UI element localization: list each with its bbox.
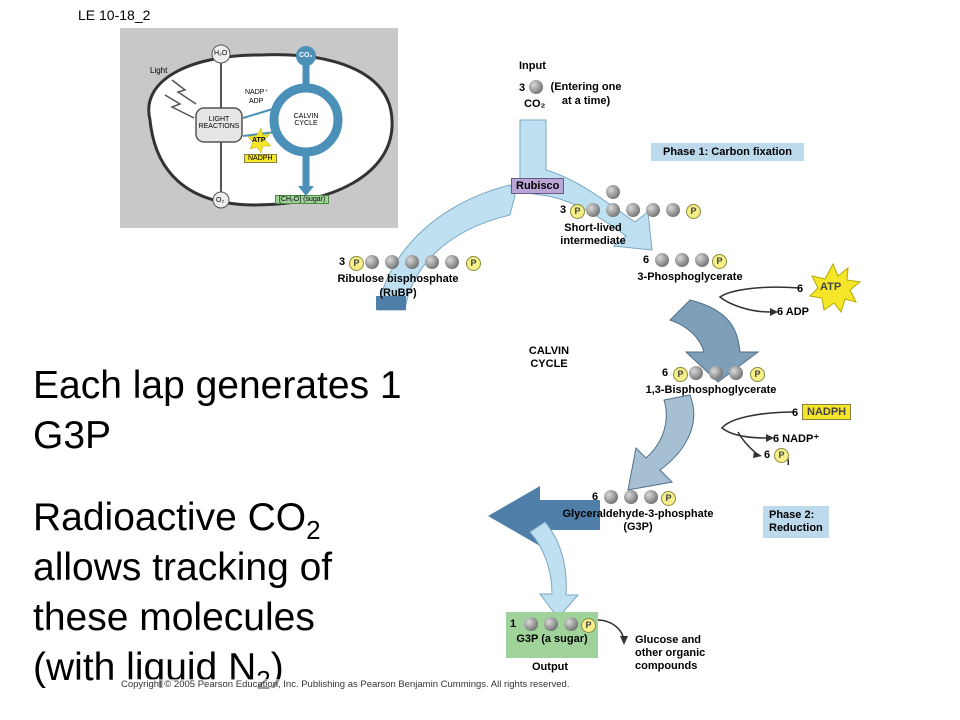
slide-id: LE 10-18_2 bbox=[78, 7, 151, 23]
rubp-phosphate-right: P bbox=[466, 256, 481, 271]
inset-sugar-label: [CH₂O] (sugar) bbox=[275, 195, 330, 204]
intermediate-carbon-2 bbox=[606, 203, 620, 217]
intermediate-phosphate-right: P bbox=[686, 204, 701, 219]
inset-calvin-cycle-label: CALVIN CYCLE bbox=[293, 113, 319, 127]
text-line-2: G3P bbox=[33, 414, 112, 457]
g3p-count: 6 bbox=[592, 491, 599, 503]
intermediate-phosphate-left: P bbox=[570, 204, 585, 219]
nadph-count: 6 bbox=[792, 407, 799, 419]
intermediate-carbon-1 bbox=[586, 203, 600, 217]
atp-count: 6 bbox=[797, 283, 804, 295]
rubp-carbon-4 bbox=[425, 255, 439, 269]
bpg-phosphate-left: P bbox=[673, 367, 688, 382]
intermediate-count: 3 bbox=[560, 204, 567, 216]
inset-co2-label: CO₂ bbox=[299, 52, 313, 59]
intermediate-top-carbon bbox=[606, 185, 620, 199]
text-line-5: these molecules bbox=[33, 596, 315, 639]
input-co2-label: CO₂ bbox=[524, 98, 546, 110]
text-line-6-end: ) bbox=[270, 646, 284, 689]
rubp-carbon-2 bbox=[385, 255, 399, 269]
inset-adp-label: ADP bbox=[249, 98, 264, 105]
text-line-3-subscript: 2 bbox=[306, 514, 321, 545]
pga-carbon-3 bbox=[695, 253, 709, 267]
bpg-carbon-3 bbox=[729, 366, 743, 380]
text-line-4: allows tracking of bbox=[33, 546, 333, 589]
intermediate-carbon-5 bbox=[666, 203, 680, 217]
output-phosphate: P bbox=[581, 618, 596, 633]
adp-label: 6 ADP bbox=[777, 306, 809, 318]
input-title: Input bbox=[519, 60, 546, 72]
pga-carbon-2 bbox=[675, 253, 689, 267]
text-line-3: Radioactive CO2 bbox=[33, 494, 321, 554]
rubisco-label: Rubisco bbox=[511, 178, 565, 194]
rubp-phosphate-left: P bbox=[349, 256, 364, 271]
g3p-phosphate: P bbox=[661, 491, 676, 506]
input-count: 3 bbox=[519, 82, 526, 94]
output-label: G3P (a sugar) bbox=[516, 633, 588, 645]
phase1-box: Phase 1: Carbon fixation bbox=[651, 143, 804, 161]
text-line-3-main: Radioactive CO bbox=[33, 496, 307, 539]
atp-label: ATP bbox=[820, 281, 842, 293]
rubp-count: 3 bbox=[339, 256, 346, 268]
inset-light-label: Light bbox=[150, 66, 168, 75]
inset-o2-label: O₂ bbox=[216, 197, 225, 204]
output-carbon-3 bbox=[564, 617, 578, 631]
output-title: Output bbox=[532, 661, 569, 673]
g3p-carbon-2 bbox=[624, 490, 638, 504]
intermediate-label: Short-lived intermediate bbox=[560, 222, 626, 247]
copyright: Copyright © 2005 Pearson Education, Inc.… bbox=[121, 679, 570, 690]
pga-phosphate: P bbox=[712, 254, 727, 269]
pga-carbon-1 bbox=[655, 253, 669, 267]
intermediate-carbon-3 bbox=[626, 203, 640, 217]
glucose-label: Glucose and other organic compounds bbox=[635, 634, 706, 672]
inset-light-reactions-label: LIGHT REACTIONS bbox=[198, 116, 240, 130]
pi-phosphate: P bbox=[774, 448, 789, 463]
input-co2-molecule bbox=[529, 80, 543, 94]
inset-atp-label: ATP bbox=[252, 137, 266, 144]
rubp-carbon-5 bbox=[445, 255, 459, 269]
phase2-box: Phase 2: Reduction bbox=[763, 506, 829, 538]
inset-nadph-label: NADPH bbox=[244, 154, 277, 163]
pi-count: 6 bbox=[764, 449, 771, 461]
output-carbon-2 bbox=[544, 617, 558, 631]
pga-count: 6 bbox=[643, 254, 650, 266]
text-line-6: (with liquid N2) bbox=[33, 644, 284, 704]
inset-h2o-label: H₂O bbox=[214, 50, 228, 57]
bpg-carbon-2 bbox=[709, 366, 723, 380]
bpg-phosphate-right: P bbox=[750, 367, 765, 382]
bpg-carbon-1 bbox=[689, 366, 703, 380]
inset-nadp-label: NADP⁺ bbox=[245, 89, 269, 96]
g3p-label: Glyceraldehyde-3-phosphate (G3P) bbox=[562, 508, 714, 533]
nadph-label: NADPH bbox=[802, 404, 852, 420]
g3p-carbon-1 bbox=[604, 490, 618, 504]
bpg-count: 6 bbox=[662, 367, 669, 379]
g3p-carbon-3 bbox=[644, 490, 658, 504]
input-note: (Entering one at a time) bbox=[550, 81, 622, 107]
bpg-label: 1,3-Bisphosphoglycerate bbox=[645, 384, 777, 396]
text-line-1: Each lap generates 1 bbox=[33, 364, 402, 407]
output-carbon-1 bbox=[524, 617, 538, 631]
nadp-label: 6 NADP⁺ bbox=[773, 433, 820, 445]
cycle-label: CALVIN CYCLE bbox=[528, 345, 570, 370]
rubp-label: Ribulose bisphosphate (RuBP) bbox=[337, 273, 459, 299]
pga-label: 3-Phosphoglycerate bbox=[637, 271, 743, 283]
output-count: 1 bbox=[510, 618, 517, 630]
intermediate-carbon-4 bbox=[646, 203, 660, 217]
rubp-carbon-3 bbox=[405, 255, 419, 269]
rubp-carbon-1 bbox=[365, 255, 379, 269]
pi-subscript: i bbox=[787, 457, 790, 467]
